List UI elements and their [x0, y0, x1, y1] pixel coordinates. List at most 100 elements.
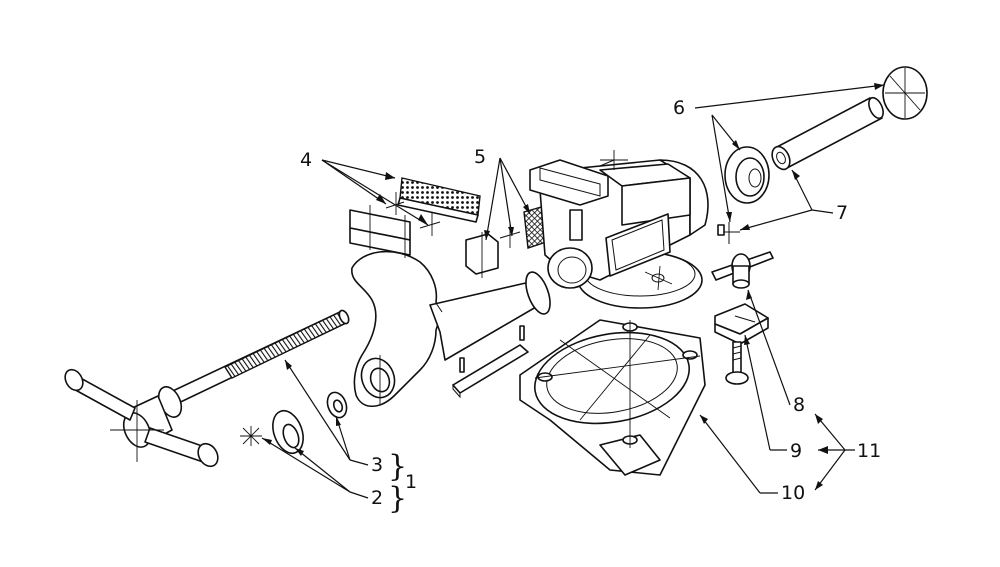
vise-base — [519, 319, 706, 476]
washer-assembly — [240, 391, 348, 455]
lock-handle-base — [732, 279, 750, 289]
leader-2a — [261, 437, 351, 493]
leader-2b — [294, 447, 351, 493]
leader-7-base — [811, 209, 834, 214]
bolt-thread-1 — [732, 345, 742, 349]
jaw-face-left-side — [349, 227, 411, 256]
arrow-5b — [508, 227, 514, 236]
callout-3: 3 — [371, 454, 383, 476]
body-bore — [547, 247, 593, 289]
arrow-8 — [746, 290, 752, 300]
front-jaw-faces — [349, 177, 481, 258]
front-jaw — [351, 250, 551, 408]
handle-knob-upper — [64, 368, 84, 392]
arrow-2a — [262, 438, 272, 445]
leader-5c — [499, 157, 531, 215]
thrust-washer-hole — [282, 423, 300, 449]
arrow-11-top — [815, 414, 823, 424]
arrow-4a — [385, 172, 395, 180]
slide-pin-b — [519, 325, 525, 341]
anvil-front — [621, 177, 691, 226]
leader-2-base — [349, 491, 369, 499]
handle-knob-lower — [197, 442, 219, 468]
leader-10 — [699, 414, 761, 494]
jaw-edge — [435, 302, 443, 313]
clamp-shoe-groove — [734, 315, 756, 323]
callout-9: 9 — [790, 440, 802, 462]
callout-labels: 4 5 6 7 8 9 10 11 3 2 } } 1 — [300, 97, 881, 516]
callout-2: 2 — [371, 487, 383, 509]
arrow-5a — [484, 230, 490, 240]
spindle-tube — [774, 97, 883, 169]
body-rear-nose — [659, 159, 709, 236]
base-ring-inner — [546, 338, 678, 414]
spindle-end-right — [868, 96, 884, 120]
brace-lower: } — [388, 481, 407, 516]
leader-5b — [499, 157, 513, 237]
screw-tip — [338, 309, 350, 325]
leader-lines — [261, 84, 885, 499]
end-cap-right-cl-d — [889, 75, 921, 111]
spindle-pin-body — [717, 224, 725, 236]
clamp-shoe-side — [714, 317, 769, 345]
leader-screw — [284, 359, 351, 461]
callout-1: 1 — [405, 471, 417, 493]
leader-4b — [321, 159, 387, 205]
spindle-end-left-bore — [776, 151, 786, 165]
spindle — [717, 96, 884, 244]
front-jaw-slide — [429, 281, 549, 361]
arrowheads — [262, 83, 884, 490]
leader-5a — [485, 157, 501, 241]
spindle-end-left — [771, 145, 791, 171]
small-washer-hole — [332, 399, 344, 413]
leader-8 — [747, 289, 791, 406]
swivel-hole — [651, 273, 665, 283]
arrow-3 — [336, 416, 341, 426]
bolt-thread-3 — [732, 357, 742, 361]
clamp-shoe — [714, 303, 769, 385]
swivel-hole-cl-b — [657, 265, 661, 291]
clamp-bolt-head — [725, 371, 749, 385]
callout-6: 6 — [673, 97, 685, 119]
arrow-11-mid — [818, 446, 828, 454]
callout-8: 8 — [793, 394, 805, 416]
swivel-hole-cl-a — [644, 271, 673, 285]
leader-3-base — [349, 459, 369, 466]
callout-5: 5 — [474, 146, 486, 168]
base-cl-d — [534, 355, 701, 379]
body-bore-inner — [557, 256, 587, 284]
gib-strip-end — [452, 383, 461, 399]
arrow-2b — [295, 448, 304, 456]
callout-11: 11 — [857, 440, 881, 462]
body-window-inner — [611, 219, 665, 271]
slide-pin-a — [459, 357, 465, 373]
arrow-11-bot — [815, 481, 823, 490]
leader-6c — [711, 114, 731, 223]
arrow-4c — [418, 214, 428, 225]
slide-end — [525, 271, 551, 315]
jaw-housing-slot — [539, 167, 601, 197]
leader-4a — [321, 159, 396, 179]
arrow-5c — [523, 204, 530, 214]
leader-6a — [694, 84, 885, 109]
bolt-thread-2 — [732, 351, 742, 355]
base-cl-a — [559, 339, 671, 419]
body-slot — [569, 209, 583, 241]
arrow-6a — [874, 83, 884, 90]
lock-handle — [711, 251, 774, 289]
main-screw-assembly — [64, 309, 350, 468]
arrow-7a — [792, 170, 800, 180]
pin-mark-d — [242, 427, 260, 445]
leader-4c — [321, 159, 429, 226]
end-cap-left-inner — [735, 157, 765, 197]
base-cl-b — [579, 334, 651, 421]
top-pin — [599, 159, 615, 167]
leader-9 — [744, 334, 771, 451]
jaw-housing — [529, 159, 609, 206]
vise-body — [529, 150, 709, 309]
body-window — [605, 213, 671, 277]
arrow-6c — [726, 212, 732, 222]
jaw-face-serrated-edge — [397, 197, 479, 223]
